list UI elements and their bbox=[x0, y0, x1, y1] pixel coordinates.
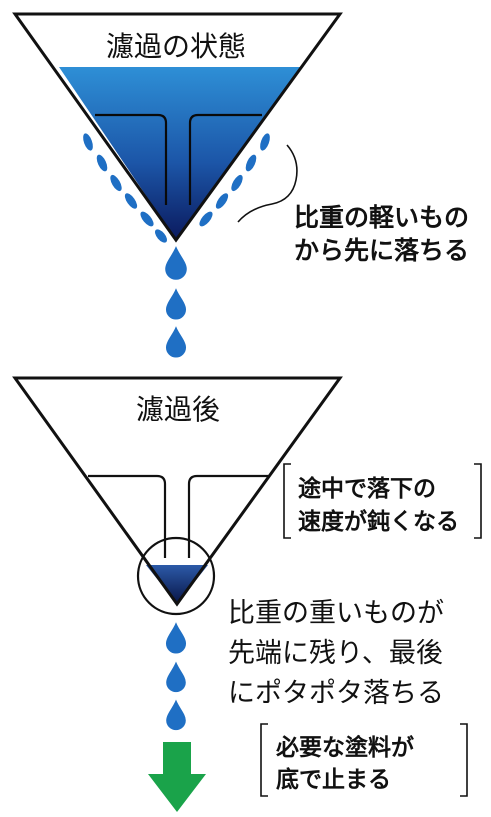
top-note-line2: から先に落ちる bbox=[294, 236, 469, 265]
droplet-icon bbox=[140, 211, 154, 227]
callout-brace bbox=[237, 144, 298, 223]
droplet-icon bbox=[164, 284, 188, 322]
droplet-icon bbox=[163, 242, 189, 282]
bracket-note-2: 必要な塗料が 底で止まる bbox=[260, 723, 468, 797]
droplet-icon bbox=[83, 133, 93, 151]
droplet-icon bbox=[96, 154, 108, 172]
droplet-icon bbox=[231, 174, 243, 192]
droplet-icon bbox=[164, 696, 188, 732]
top-liquid bbox=[59, 67, 302, 240]
droplet-icon bbox=[260, 133, 270, 151]
droplet-icon bbox=[155, 229, 167, 243]
right-bracket bbox=[460, 723, 468, 797]
bottom-flow-lines bbox=[88, 474, 268, 558]
top-side-drops bbox=[83, 133, 270, 243]
top-funnel: 濾過の状態 bbox=[12, 12, 343, 360]
bottom-funnel-outline bbox=[12, 376, 343, 607]
heavy-note-line2: 先端に残り、最後 bbox=[228, 638, 443, 669]
bracket1-line1: 途中で落下の bbox=[298, 475, 436, 502]
droplet-icon bbox=[164, 658, 188, 694]
droplet-icon bbox=[124, 193, 138, 209]
left-bracket bbox=[283, 463, 291, 539]
top-callout: 比重の軽いもの から先に落ちる bbox=[237, 144, 469, 265]
heavy-note-line3: にポタポタ落ちる bbox=[228, 678, 444, 709]
top-title: 濾過の状態 bbox=[106, 30, 246, 63]
droplet-icon bbox=[110, 174, 122, 192]
down-arrow-icon bbox=[148, 742, 206, 812]
highlight-circle bbox=[136, 536, 216, 616]
droplet-icon bbox=[199, 211, 213, 227]
heavy-note-line1: 比重の重いものが bbox=[228, 598, 444, 629]
bottom-title: 濾過後 bbox=[136, 393, 220, 426]
droplet-icon bbox=[245, 154, 257, 172]
top-flow-lines bbox=[95, 113, 262, 205]
top-funnel-outline bbox=[12, 12, 343, 243]
bottom-funnel: 濾過後 bbox=[12, 376, 343, 812]
bracket1-line2: 速度が鈍くなる bbox=[298, 508, 459, 535]
bottom-liquid bbox=[146, 565, 208, 604]
droplet-icon bbox=[164, 322, 188, 360]
top-note-line1: 比重の軽いもの bbox=[294, 203, 469, 232]
droplet-icon bbox=[164, 618, 188, 656]
bracket2-line2: 底で止まる bbox=[276, 766, 391, 793]
right-bracket bbox=[474, 463, 482, 539]
bracket-note-1: 途中で落下の 速度が鈍くなる bbox=[283, 463, 482, 539]
droplet-icon bbox=[215, 193, 229, 209]
heavy-note: 比重の重いものが 先端に残り、最後 にポタポタ落ちる bbox=[228, 598, 444, 709]
bracket2-line1: 必要な塗料が bbox=[276, 734, 414, 761]
left-bracket bbox=[260, 723, 268, 797]
